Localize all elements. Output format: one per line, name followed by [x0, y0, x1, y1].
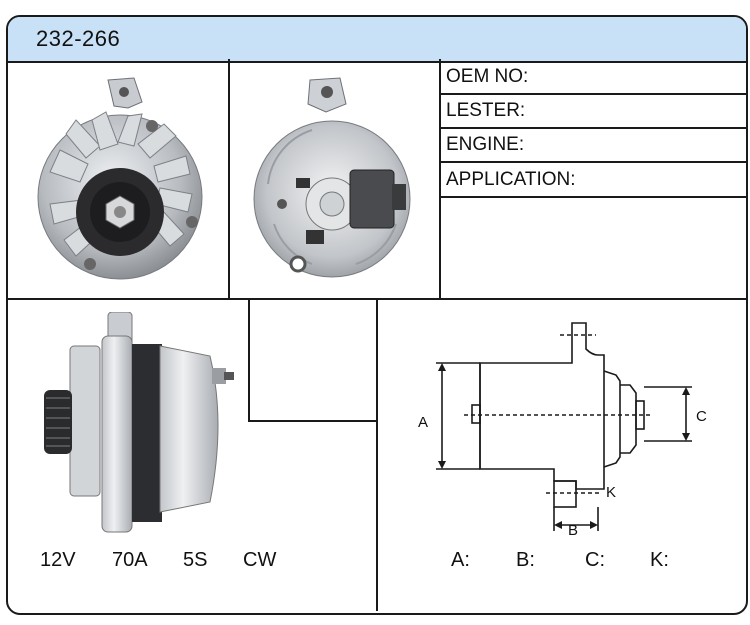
diagram-label-a: A	[418, 414, 428, 431]
diagram-label-b: B	[568, 522, 578, 539]
oem-no-label: OEM NO:	[446, 66, 529, 87]
spec-rotation: CW	[243, 549, 277, 571]
alternator-side-photo	[44, 312, 234, 533]
diagram-label-c: C	[696, 408, 707, 425]
spec-pulley: 5S	[183, 549, 208, 571]
field-divider	[439, 127, 746, 129]
grid-divider	[248, 420, 378, 422]
spec-amperage: 70A	[112, 549, 148, 571]
sheet-header: 232-266	[8, 17, 746, 63]
dimension-k-label: K:	[650, 549, 669, 571]
dimension-c-label: C:	[585, 549, 605, 571]
part-number: 232-266	[36, 26, 121, 51]
spec-voltage: 12V	[40, 549, 76, 571]
dimension-a-label: A:	[451, 549, 470, 571]
diagram-label-k: K	[606, 484, 616, 501]
grid-divider	[248, 298, 250, 422]
field-divider	[439, 196, 746, 198]
alternator-rear-photo	[253, 77, 411, 278]
dimension-b-label: B:	[516, 549, 535, 571]
engine-label: ENGINE:	[446, 134, 525, 155]
alternator-front-photo	[37, 77, 203, 280]
lester-label: LESTER:	[446, 100, 526, 121]
grid-divider	[376, 298, 378, 611]
application-label: APPLICATION:	[446, 169, 576, 190]
dimension-diagram: A C K B	[418, 322, 707, 539]
grid-divider	[228, 59, 230, 299]
field-divider	[439, 161, 746, 163]
field-divider	[439, 93, 746, 95]
grid-divider	[439, 59, 441, 299]
